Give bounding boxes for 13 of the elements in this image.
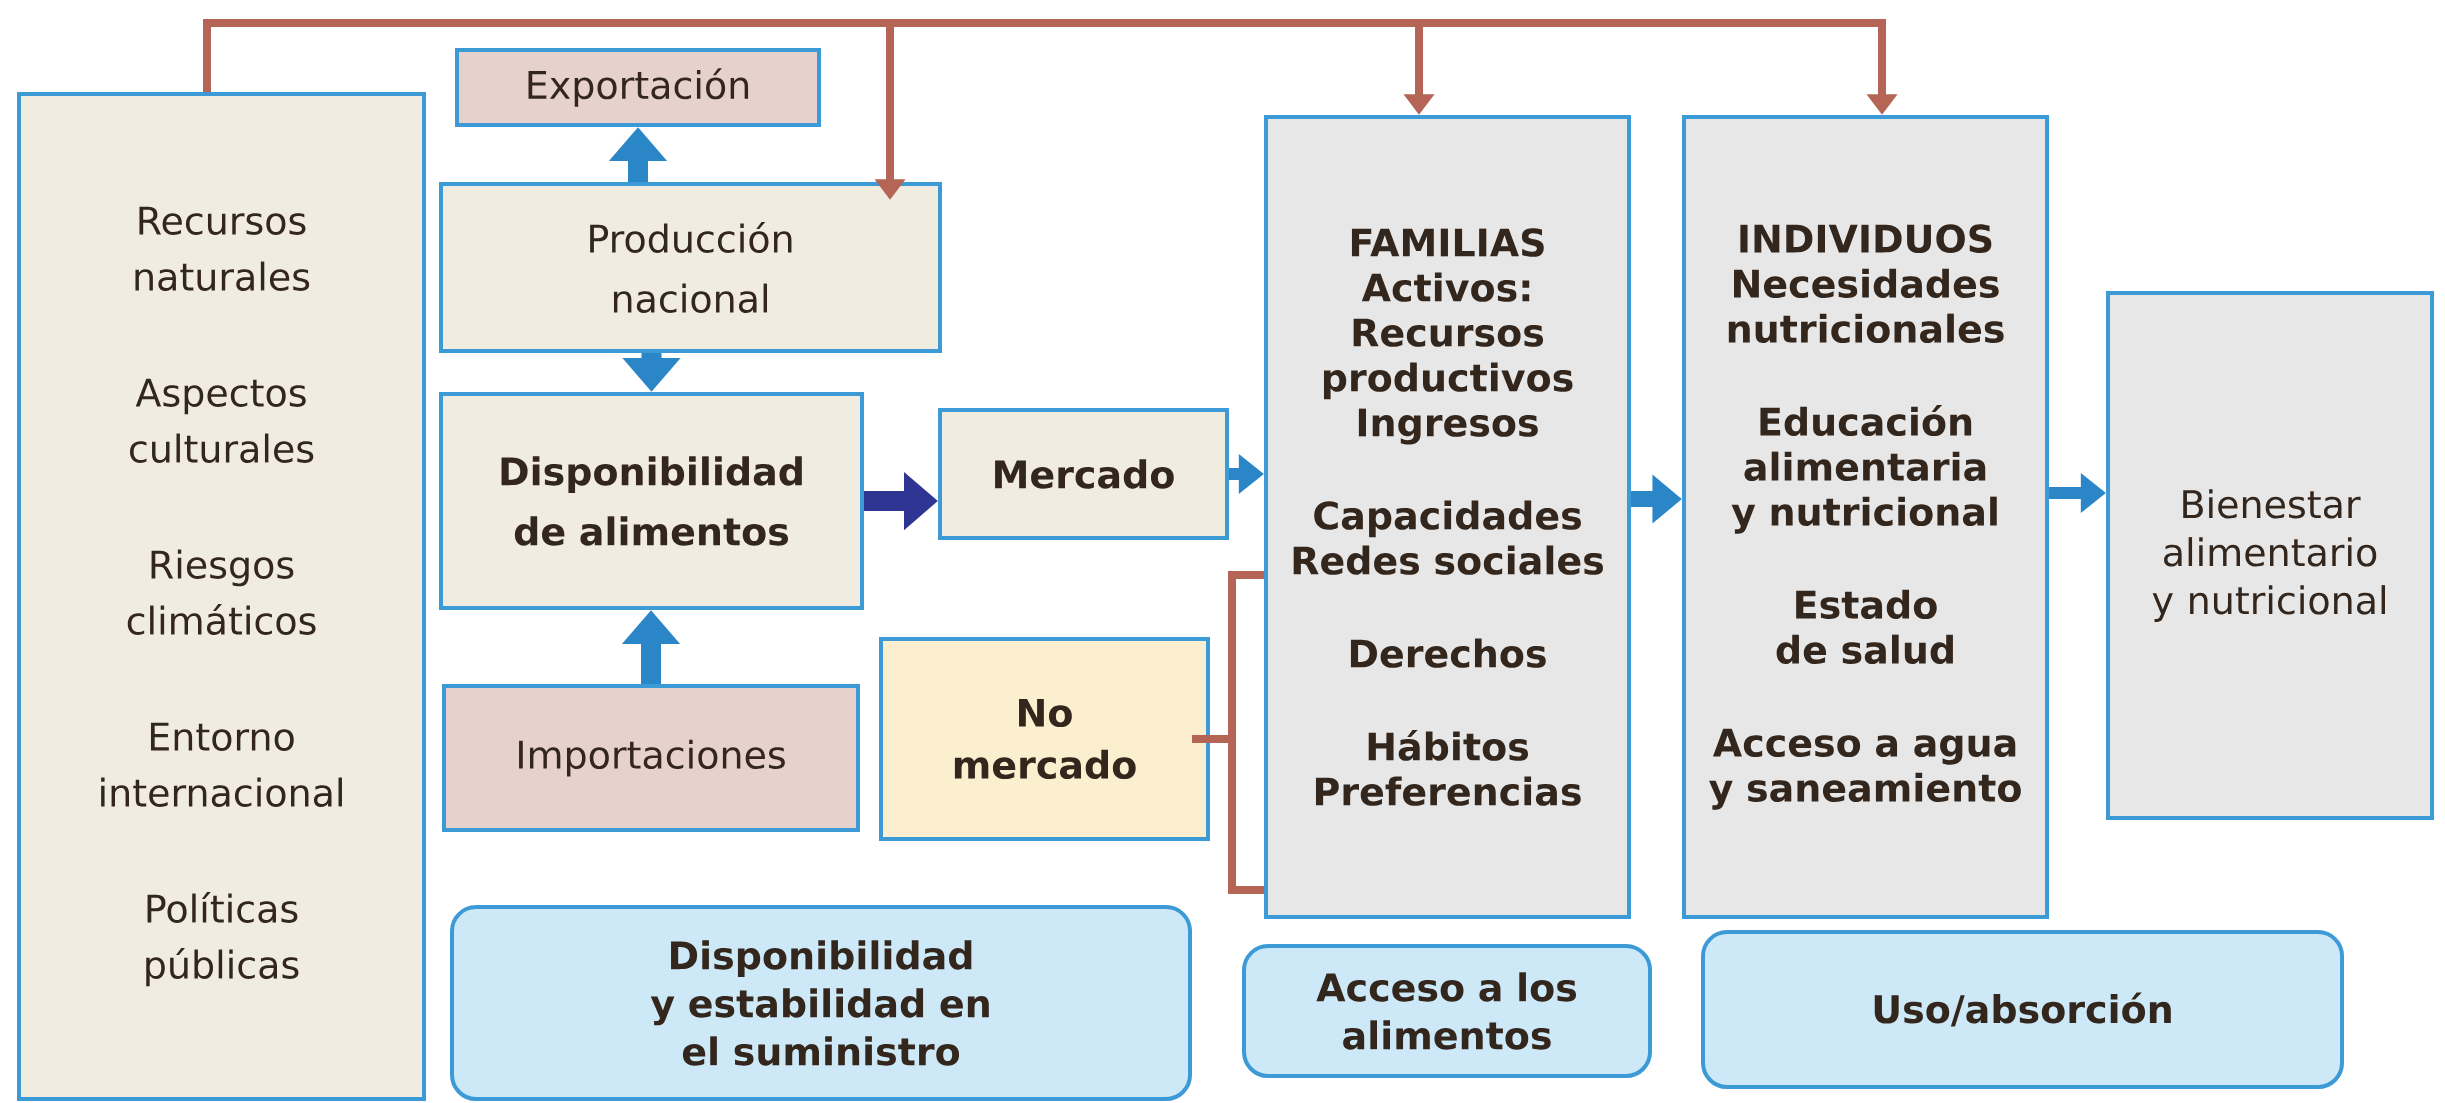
column-box: INDIVIDUOS Necesidades nutricionales Educación alimentaria y nutricional Estado de salud Acceso a agua y saneamiento	[1682, 115, 2049, 919]
column-box: FAMILIAS Activos: Recursos productivos Ingresos Capacidades Redes sociales Derechos Hábitos Preferencias	[1264, 115, 1632, 919]
dimension-box: Uso/absorción	[1701, 930, 2345, 1089]
process-box: Mercado	[938, 408, 1229, 540]
dimension-box: Acceso a los alimentos	[1242, 944, 1653, 1078]
dimension-box: Disponibilidad y estabilidad en el suministro	[450, 905, 1192, 1101]
process-box: Importaciones	[442, 684, 860, 832]
process-box: Disponibilidad de alimentos	[439, 392, 864, 610]
process-box: No mercado	[879, 637, 1210, 841]
process-box: Producción nacional	[439, 182, 942, 353]
factors-box: Recursos naturales Aspectos culturales Riesgos climáticos Entorno internacional Políticas públicas	[17, 92, 426, 1101]
process-box: Exportación	[455, 48, 821, 127]
process-box: Bienestar alimentario y nutricional	[2106, 291, 2435, 820]
